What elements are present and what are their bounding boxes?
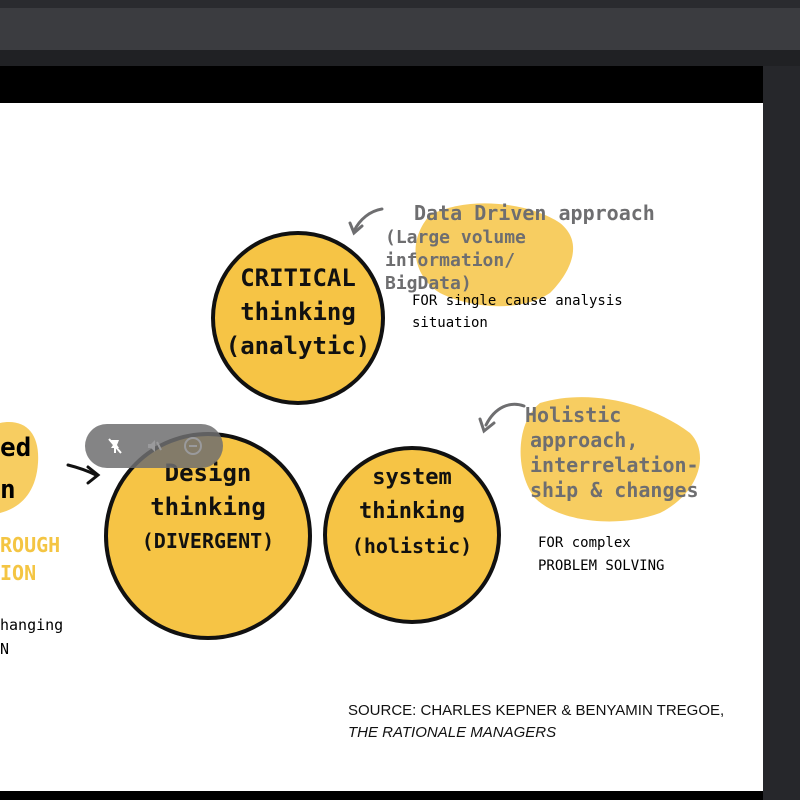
critical-label: CRITICAL thinking (analytic) [213,261,383,363]
critical-line2: thinking [240,298,356,326]
left-partial-yellow2: ION [0,561,37,585]
system-label: system thinking (holistic) [332,461,492,563]
system-note3: interrelation- [530,453,699,477]
arrow-to-system [484,402,526,427]
highlight-scribble-data [415,203,574,307]
critical-line1: CRITICAL [240,264,356,292]
mute-button[interactable] [141,433,167,459]
left-partial-line2: n [0,475,16,505]
highlight-scribble-holistic [520,397,700,522]
system-note-use1: FOR complex [538,535,631,551]
slide-canvas: ed n ROUGH ION hanging N CRITICAL thinki… [0,103,763,791]
arrow-to-critical [352,207,384,233]
system-note2: approach, [530,428,639,452]
left-partial-yellow1: ROUGH [0,533,61,557]
unpin-button[interactable] [102,433,128,459]
left-partial-line1: ed [0,433,32,463]
critical-note-use1: FOR single cause analysis [412,293,623,309]
system-line1: system [372,465,452,490]
critical-note-sub1: (Large volume [385,227,526,248]
source-citation: SOURCE: CHARLES KEPNER & BENYAMIN TREGOE… [348,700,724,744]
browser-tab-strip [0,8,800,50]
system-line2: thinking [359,499,465,524]
system-note4: ship & changes [530,478,699,502]
source-line1: SOURCE: CHARLES KEPNER & BENYAMIN TREGOE… [348,702,725,719]
pin-off-icon [107,438,122,454]
circle-system [323,446,501,624]
arrow-to-design [66,463,98,477]
design-line2: thinking [150,493,266,521]
minimize-button[interactable] [180,433,206,459]
right-scroll-gutter[interactable] [763,66,800,800]
slide-viewer: ed n ROUGH ION hanging N CRITICAL thinki… [0,66,763,800]
system-note1: Holistic [525,403,622,427]
design-label: Design thinking (DIVERGENT) [118,456,298,558]
circle-critical [211,231,385,405]
left-partial-note2: N [0,640,10,658]
system-line3: (holistic) [351,534,473,558]
minus-icon [184,437,203,455]
system-note-use2: PROBLEM SOLVING [538,558,665,574]
slide-illustration [0,203,700,640]
mute-icon [147,440,162,452]
critical-note-title: Data Driven approach [414,201,655,225]
critical-note-sub2: information/ [385,250,516,271]
critical-line3: (analytic) [225,332,371,360]
design-line3: (DIVERGENT) [141,529,275,553]
left-partial-note1: hanging [0,616,64,634]
critical-note-use2: situation [412,315,488,331]
toolbar-gap [0,50,800,66]
window-top-bar [0,0,800,8]
video-overlay-controls [85,424,223,468]
critical-note-sub3: BigData) [385,273,472,294]
source-line2: THE RATIONALE MANAGERS [348,724,557,741]
highlight-scribble-left [0,422,39,513]
